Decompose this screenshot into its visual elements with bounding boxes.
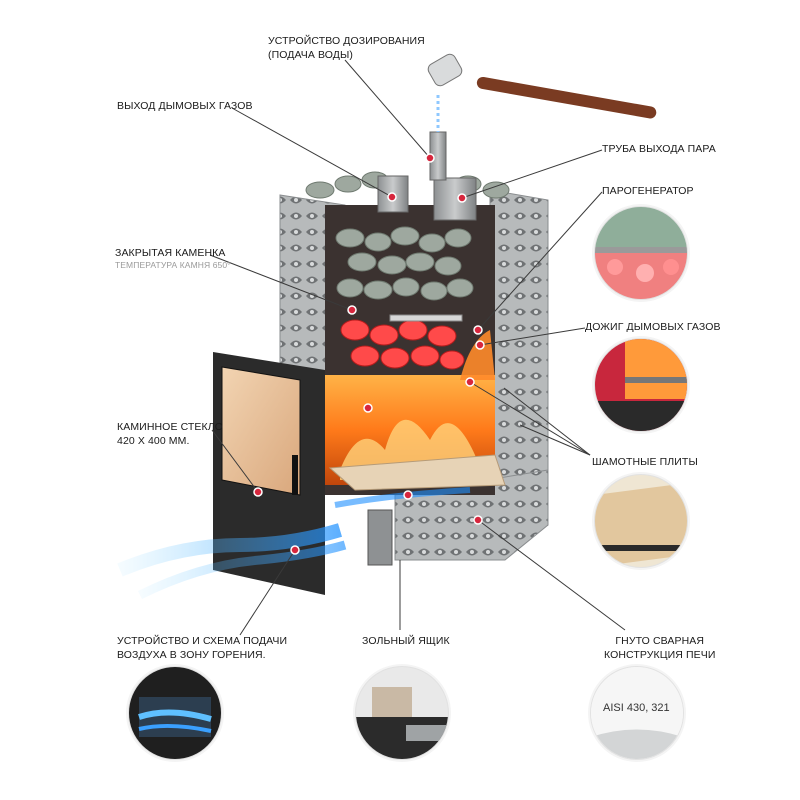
- label-flue-outlet: Выход дымовых газов: [117, 100, 253, 112]
- thumb-steam-generator: [594, 206, 688, 300]
- label-chamotte: Шамотные плиты: [592, 456, 698, 468]
- steel-grade-text: AISI 430, 321: [603, 702, 670, 714]
- label-steam-generator: Парогенератор: [602, 185, 694, 197]
- thumb-afterburn: [594, 338, 688, 432]
- ladle-icon: [427, 53, 657, 119]
- label-stone-temp: Температура камня 650°: [115, 260, 231, 270]
- label-steam-pipe: Труба выхода пара: [602, 143, 716, 155]
- label-closed-heater: Закрытая каменка Температура камня 650°: [115, 247, 231, 270]
- thumb-ash-box: [355, 666, 449, 760]
- label-construction: Гнуто сварнаяконструкция печи: [604, 635, 716, 661]
- thumb-chamotte: [594, 474, 688, 568]
- thumb-air-supply: [128, 666, 222, 760]
- label-afterburn: Дожиг дымовых газов: [585, 321, 721, 333]
- label-air-supply: Устройство и схема подачивоздуха в зону …: [117, 635, 288, 661]
- label-fireplace-glass: Каминное стекло420 х 400 мм.: [117, 421, 223, 447]
- label-dosing-device: Устройство дозирования(подача воды): [268, 35, 425, 61]
- label-ash-box: Зольный ящик: [362, 635, 450, 647]
- thumb-construction: AISI 430, 321: [590, 666, 684, 760]
